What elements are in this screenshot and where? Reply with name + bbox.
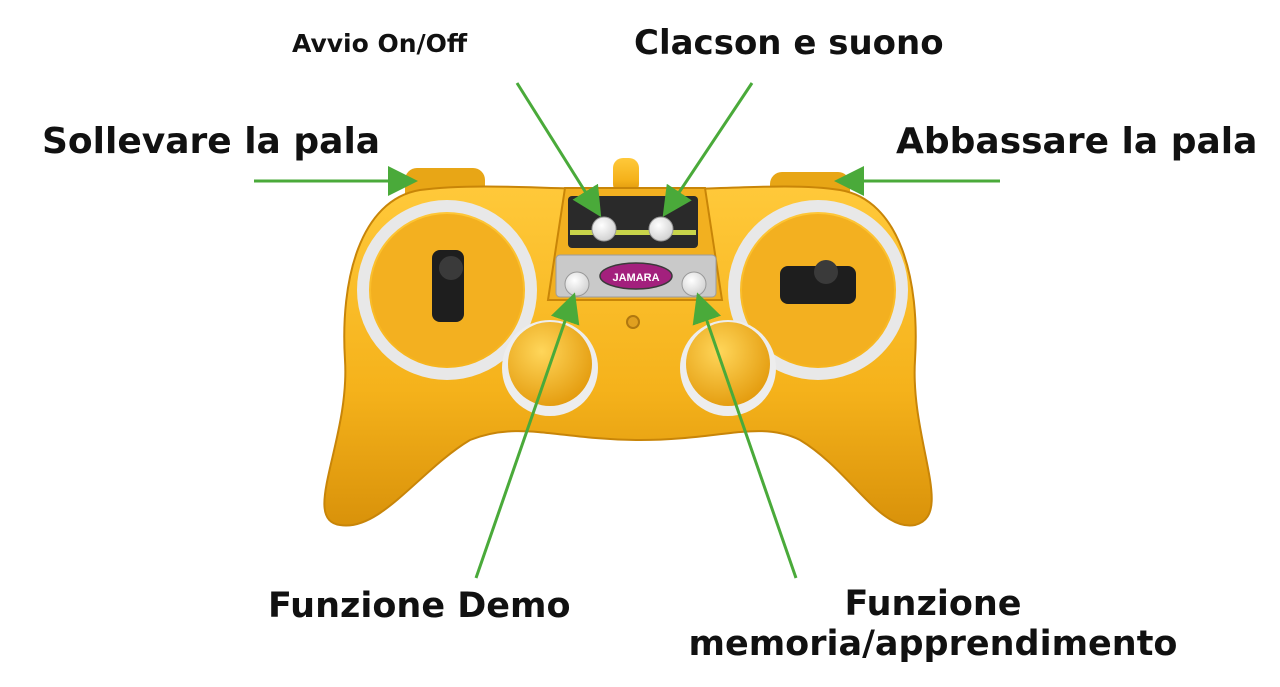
label-memory-line1: Funzione (844, 584, 1022, 624)
right-stick[interactable] (728, 200, 908, 380)
right-thumb-knob[interactable] (680, 320, 776, 416)
demo-button[interactable] (564, 271, 590, 297)
arrow-demo (474, 292, 580, 579)
arrow-horn (662, 82, 754, 217)
memory-button[interactable] (681, 271, 707, 297)
label-lower-shovel: Abbassare la pala (896, 121, 1258, 162)
label-demo: Funzione Demo (268, 586, 571, 626)
label-memory-line2: memoria/apprendimento (688, 624, 1178, 665)
arrow-memory (692, 292, 798, 579)
brand-logo: JAMARA (612, 272, 659, 284)
label-horn: Clacson e suono (634, 23, 944, 63)
label-raise-shovel: Sollevare la pala (42, 121, 381, 162)
label-memory: Funzione memoria/apprendimento (678, 584, 1188, 665)
horn-button[interactable] (648, 216, 674, 242)
left-stick[interactable] (357, 200, 537, 380)
power-button[interactable] (591, 216, 617, 242)
label-power: Avvio On/Off (292, 29, 468, 58)
arrow-power (515, 82, 602, 218)
